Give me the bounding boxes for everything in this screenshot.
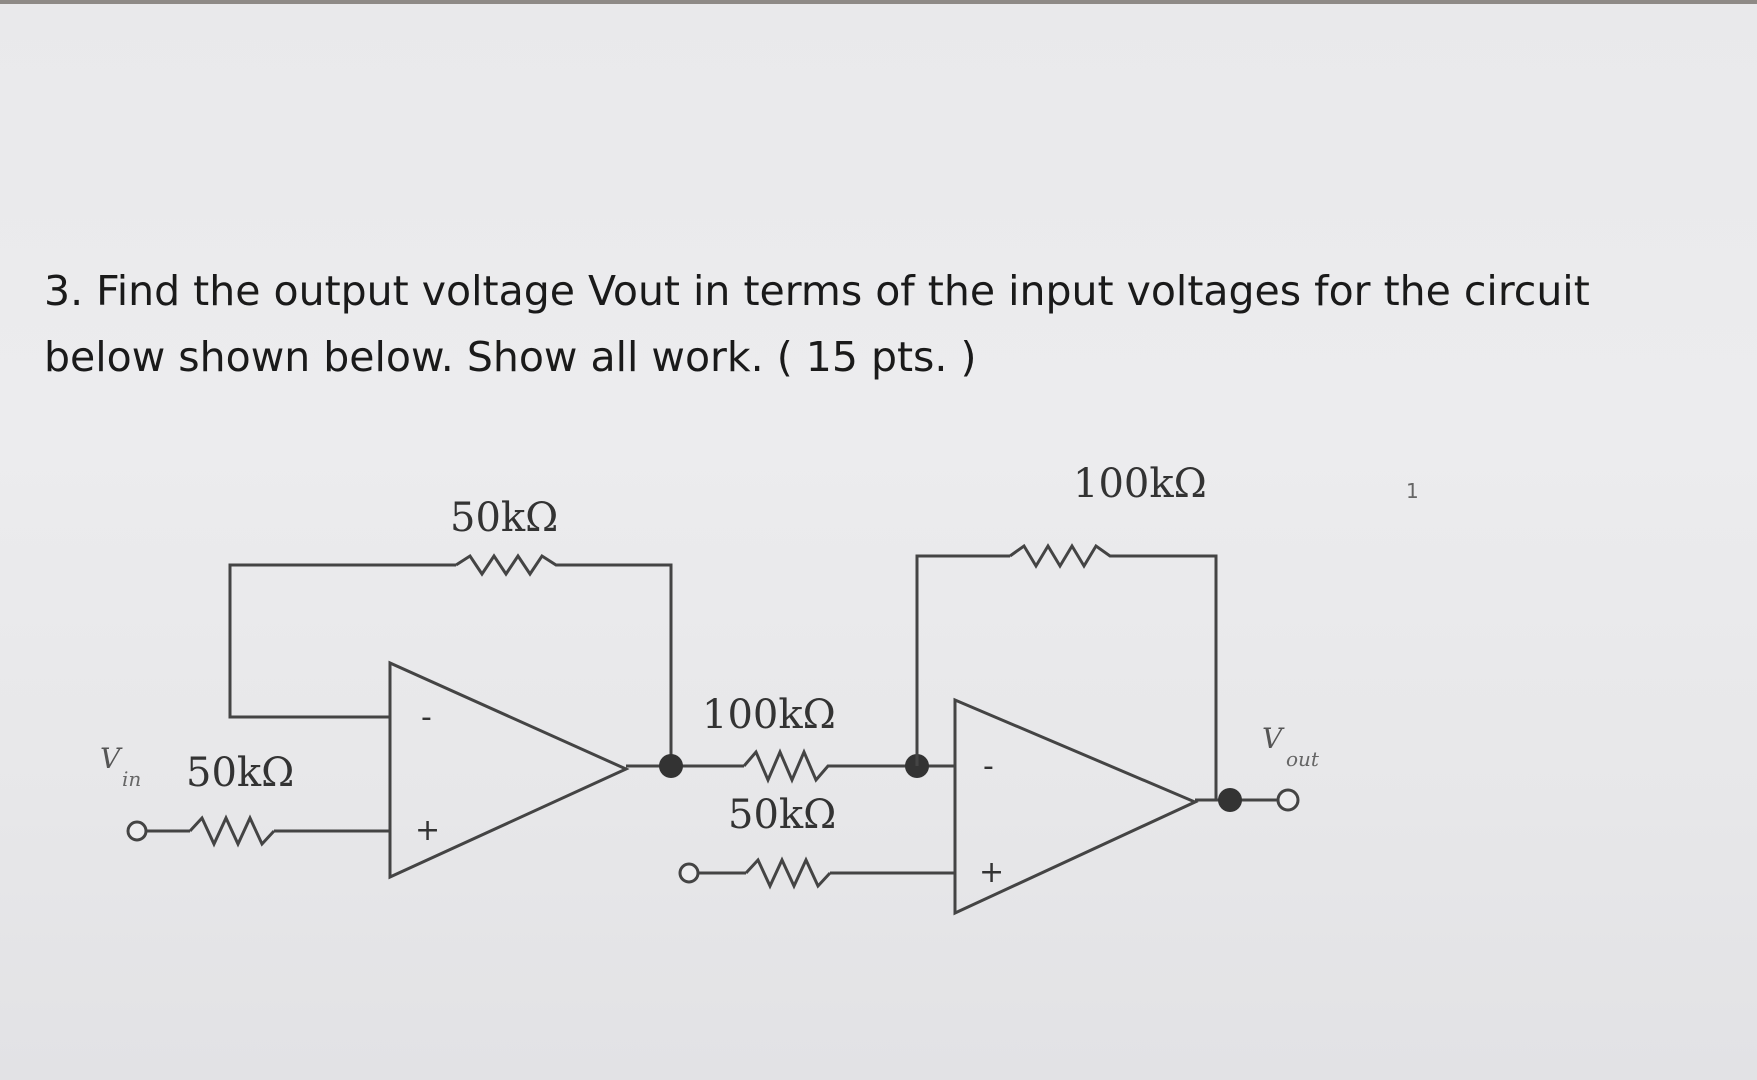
stray-mark: 1 — [1406, 479, 1419, 503]
second-input-terminal — [678, 862, 700, 884]
opamp-1-output-node — [659, 754, 683, 778]
vin-symbol: V — [100, 742, 123, 775]
label-r-input-2-inverting: 100kΩ — [702, 692, 836, 738]
label-r-feedback-1: 50kΩ — [450, 495, 558, 541]
opamp-2-minus-sign: - — [983, 749, 994, 784]
opamp-1-plus-sign: + — [415, 813, 440, 848]
opamp-1-minus-sign: - — [421, 700, 432, 735]
feedback-2-right-wire — [1128, 554, 1218, 800]
resistor-input-2-noninverting — [744, 856, 832, 890]
feedback-2-left-wire — [915, 554, 1010, 766]
label-r-feedback-2: 100kΩ — [1073, 461, 1207, 507]
opamp-1 — [388, 660, 630, 880]
opamp-2 — [953, 697, 1199, 916]
vin-subscript: in — [122, 767, 141, 791]
question-text: 3. Find the output voltage Vout in terms… — [44, 267, 1590, 381]
label-r-input-2-noninverting: 50kΩ — [728, 792, 836, 838]
feedback-1-return-wire — [574, 563, 673, 769]
vin-terminal — [126, 820, 148, 842]
resistor-feedback-2 — [1009, 543, 1128, 569]
opamp-1-inverting-wire — [228, 563, 456, 719]
opamp-2-plus-sign: + — [979, 855, 1004, 890]
resistor-input-1 — [188, 814, 276, 848]
resistor-feedback-1 — [455, 553, 574, 577]
paper-top-edge — [0, 0, 1757, 4]
vout-subscript: out — [1286, 747, 1320, 771]
vout-terminal — [1276, 788, 1300, 812]
opamp-2-output-node — [1218, 788, 1242, 812]
vout-symbol: V — [1262, 722, 1285, 755]
label-r-input-1: 50kΩ — [186, 750, 294, 796]
resistor-input-2-inverting — [742, 748, 860, 784]
